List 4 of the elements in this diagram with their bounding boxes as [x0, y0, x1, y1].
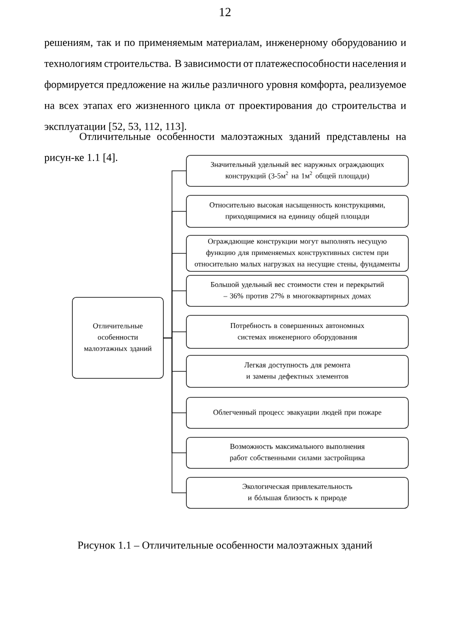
paragraph: решениям, так и по применяемым материалам, инженерному оборудованию и технологиям строительства. В зависимости от платежеспособности населения и формируется предложение на жилье различного уровня комфорта, реализуемое на всех этапах его жизненного цикла от проектирования до строительства и эксплуатации [52, 53, 112, 113].: [44, 38, 406, 132]
page-number: 12: [220, 8, 231, 16]
caption: Рисунок 1.1 – Отличительные особенности малоэтажных зданий: [78, 541, 372, 551]
connector: [163, 338, 186, 494]
